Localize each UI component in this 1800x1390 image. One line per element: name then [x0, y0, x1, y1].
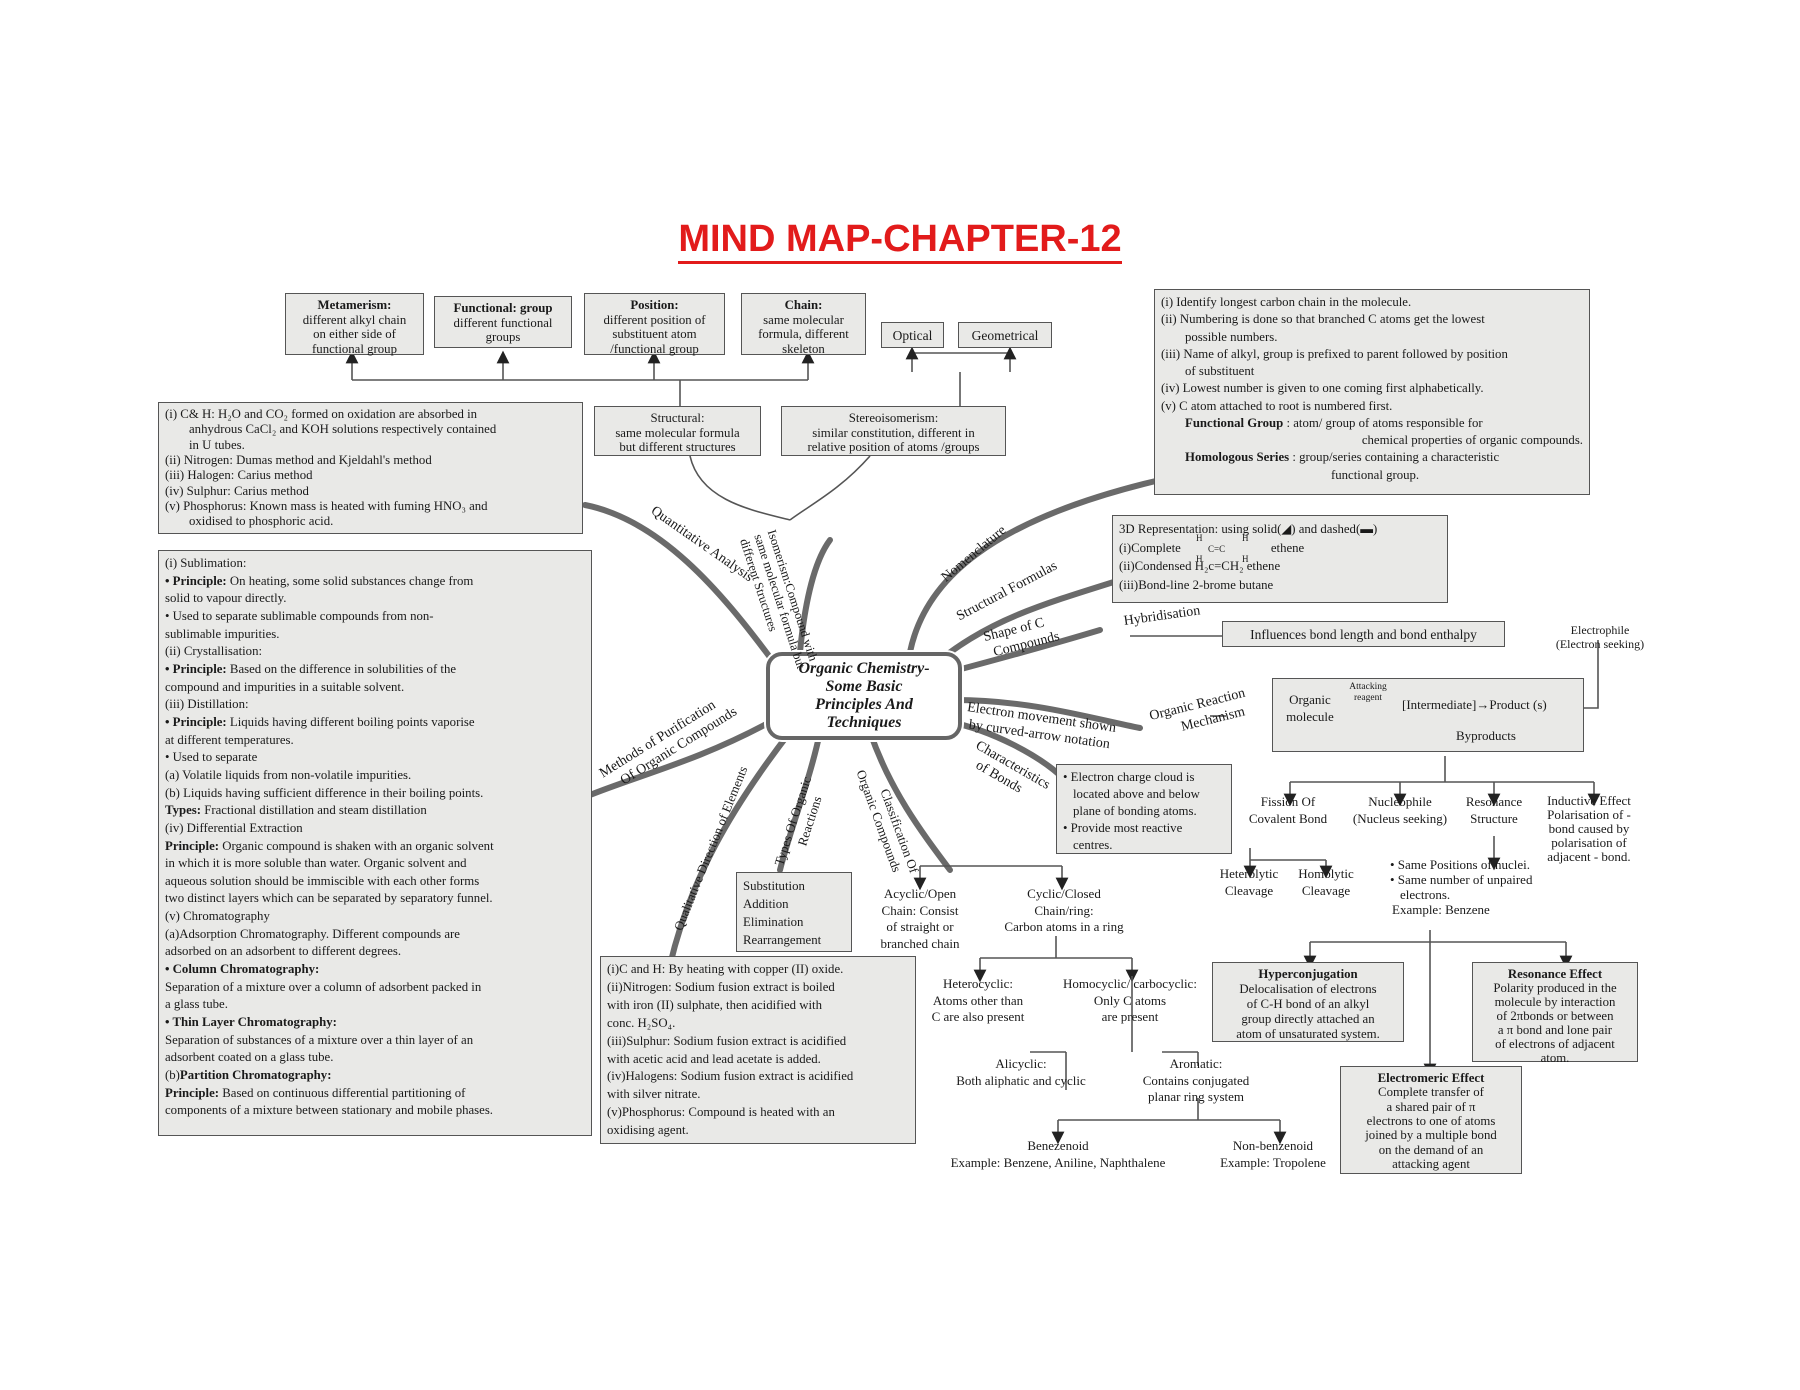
chain-isomer-box: Chain: same molecular formula, different…	[741, 293, 866, 356]
ethene-h-bottom-right: H	[1242, 554, 1249, 564]
resonance-rules: • Same Positions of nuclei.• Same number…	[1390, 857, 1533, 917]
hybridisation-box: Influences bond length and bond enthalpy	[1222, 621, 1505, 647]
ethene-cc: C=C	[1208, 544, 1226, 554]
central-topic: Organic Chemistry- Some Basic Principles…	[766, 652, 962, 740]
qualitative-analysis-box: (i)C and H: By heating with copper (II) …	[600, 956, 916, 1144]
byproducts-label: Byproducts	[1456, 728, 1516, 743]
ethene-h-top-right: H	[1242, 533, 1249, 543]
geometrical-box: Geometrical	[958, 322, 1052, 348]
electromeric-effect-box: Electromeric Effect Complete transfer of…	[1340, 1066, 1522, 1174]
ethene-h-top-left: H	[1196, 533, 1203, 543]
nomenclature-box: (i) Identify longest carbon chain in the…	[1154, 289, 1590, 495]
page-title: MIND MAP-CHAPTER-12	[0, 218, 1800, 264]
bond-characteristics-box: • Electron charge cloud is located above…	[1056, 764, 1232, 854]
metamerism-box: Metamerism: different alkyl chain on eit…	[285, 293, 424, 356]
hyperconjugation-box: Hyperconjugation Delocalisation of elect…	[1212, 962, 1404, 1042]
nucleophile-node: Nucleophile(Nucleus seeking)	[1352, 794, 1448, 826]
functional-isomer-box: Functional: group different functional g…	[434, 296, 572, 348]
reaction-mechanism-box	[1272, 678, 1584, 752]
optical-box: Optical	[881, 322, 944, 348]
ethene-h-bottom-left: H	[1196, 554, 1203, 564]
reaction-types-box: Substitution Addition Elimination Rearra…	[736, 872, 852, 952]
structural-formulas-box: 3D Representation: using solid(◢) and da…	[1112, 515, 1448, 603]
purification-box: (i) Sublimation: • Principle: On heating…	[158, 550, 592, 1136]
structural-isomerism-box: Structural: same molecular formula but d…	[594, 406, 761, 456]
intermediate-label: [Intermediate]→Product (s)	[1402, 697, 1547, 712]
quantitative-analysis-box: (i) C& H: H₂O and CO₂ formed on oxidatio…	[158, 402, 583, 534]
stereoisomerism-box: Stereoisomerism: similar constitution, d…	[781, 406, 1006, 456]
alicyclic-node: Alicyclic:Both aliphatic and cyclic	[956, 1056, 1086, 1088]
resonance-effect-box: Resonance Effect Polarity produced in th…	[1472, 962, 1638, 1065]
position-isomer-box: Position: different position of substitu…	[584, 293, 725, 356]
electrophile-label: Electrophile(Electron seeking)	[1555, 623, 1645, 651]
